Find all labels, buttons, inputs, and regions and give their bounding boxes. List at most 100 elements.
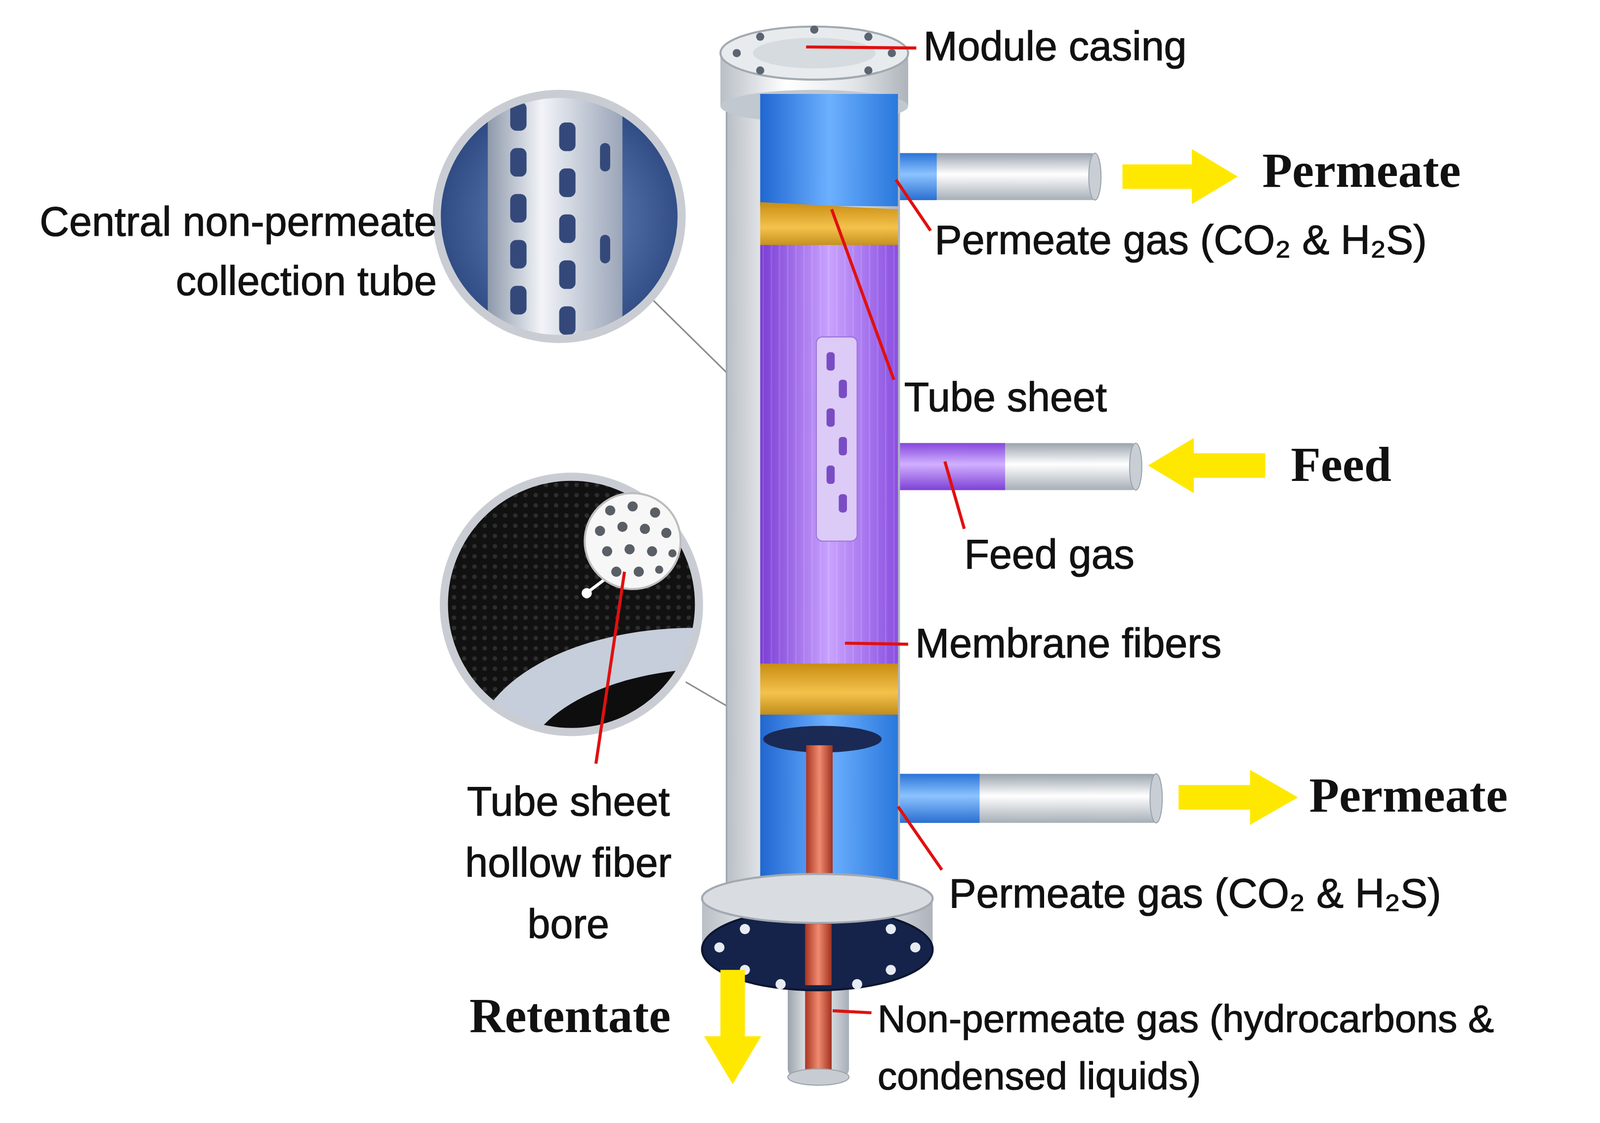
top-flange	[732, 48, 742, 58]
bottom-flange	[775, 978, 786, 990]
inset-fiber-bore	[611, 566, 622, 577]
bottom-flange	[804, 923, 832, 985]
top-flange	[753, 37, 876, 69]
inset-collection-tube	[428, 86, 694, 353]
flow-arrow	[1178, 769, 1299, 825]
part-label: Tube sheet hollow fiber bore	[440, 770, 696, 955]
inset-collection-tube	[599, 234, 611, 264]
cutaway-interior	[838, 494, 847, 513]
inset-fiber-bore	[617, 521, 628, 532]
inset-collection-tube	[487, 86, 623, 353]
part-label: Membrane fibers	[915, 619, 1222, 667]
inset-collection-tube	[559, 214, 576, 244]
nozzle-pipe	[1088, 153, 1101, 201]
inset-collection-tube	[428, 86, 694, 353]
inset-fiber-bore	[601, 546, 613, 557]
cutaway-interior	[826, 352, 836, 371]
inset-fiber-bore	[624, 544, 635, 555]
inset-collection-tube	[510, 239, 527, 269]
inset-collection-tube	[510, 193, 527, 223]
leader-line	[831, 209, 894, 380]
flow-arrow	[704, 969, 762, 1084]
module-shell	[725, 61, 728, 919]
nozzle-pipe	[887, 442, 1138, 490]
flow-arrow	[704, 149, 1299, 1085]
top-flange	[864, 66, 873, 75]
flow-label: Permeate	[1262, 142, 1461, 199]
inset-fiber-bore	[646, 546, 658, 557]
inset-collection-tube	[428, 86, 694, 353]
nozzle-pipe	[887, 773, 1159, 823]
inset-fiber-bore	[627, 501, 638, 512]
cutaway-interior	[759, 245, 898, 666]
top-flange	[720, 26, 909, 80]
cutaway-interior	[759, 245, 898, 666]
retentate-pipe	[787, 1068, 849, 1086]
flow-arrow	[1147, 437, 1265, 494]
cutaway-interior	[816, 336, 858, 542]
nozzle-pipe	[1149, 773, 1163, 823]
cutaway-interior	[759, 93, 898, 924]
inset-collection-tube	[559, 260, 576, 290]
part-label: Permeate gas (CO₂ & H₂S)	[934, 216, 1428, 264]
inset-fiber-bore	[655, 565, 664, 574]
inset-collection-tube	[599, 142, 611, 172]
flow-arrow	[1122, 149, 1238, 205]
inset-fiber-bore	[605, 505, 616, 516]
inset-fiber-bore	[594, 525, 606, 537]
leader-line	[844, 642, 909, 644]
part-label: Non-permeate gas (hydrocarbons & condens…	[877, 990, 1593, 1105]
inset-fiber-bore	[594, 501, 677, 577]
leader-line	[805, 46, 917, 48]
retentate-pipe	[804, 923, 832, 1077]
inset-collection-tube	[559, 122, 576, 152]
nozzle-pipe	[887, 773, 980, 823]
leader-line	[595, 571, 625, 764]
bottom-flange	[851, 978, 863, 990]
top-flange	[756, 66, 765, 75]
bottom-flange	[714, 941, 725, 953]
inset-fiber-bore	[668, 548, 677, 558]
top-flange	[864, 32, 873, 42]
part-label: Central non-permeate collection tube	[0, 191, 437, 311]
leader-line	[832, 1010, 872, 1013]
part-label: Tube sheet	[904, 373, 1107, 421]
inset-fiber-bore	[584, 493, 681, 590]
inset-fiber-bore	[633, 566, 644, 577]
inset-collection-tube	[559, 306, 576, 336]
leader-line	[897, 806, 942, 870]
nozzle-pipe	[887, 153, 1097, 201]
flow-label: Retentate	[469, 987, 671, 1044]
inset-collection-tube	[559, 168, 576, 198]
bottom-flange	[885, 964, 896, 975]
cutaway-interior	[826, 408, 836, 427]
leader-line	[944, 461, 965, 529]
cutaway-interior	[759, 663, 898, 723]
part-label: Module casing	[923, 22, 1187, 70]
inset-fiber-bore	[639, 523, 651, 535]
inset-collection-tube	[510, 285, 527, 315]
flow-label: Feed	[1290, 436, 1392, 493]
nozzle-pipe	[1129, 442, 1142, 490]
bottom-flange	[702, 873, 933, 923]
inset-fiber-bore	[474, 627, 914, 873]
flow-label: Permeate	[1308, 767, 1508, 823]
bottom-flange	[885, 923, 896, 934]
inset-collection-tube	[510, 147, 527, 177]
inset-fiber-bore	[581, 588, 592, 599]
inset-fiber-bore	[649, 507, 661, 518]
bottom-flange	[910, 941, 921, 953]
top-flange	[810, 25, 819, 35]
cutaway-interior	[826, 465, 836, 484]
inset-fiber-bore	[661, 527, 672, 539]
cutaway-interior	[838, 436, 847, 456]
inset-collection-tube	[436, 93, 682, 339]
leader-line	[895, 179, 931, 231]
part-label: Feed gas	[964, 530, 1135, 578]
top-flange	[887, 48, 897, 58]
top-flange	[756, 32, 765, 42]
inset-collection-tube	[510, 102, 611, 336]
bottom-flange	[739, 923, 751, 934]
inset-fiber-bore	[443, 476, 699, 732]
